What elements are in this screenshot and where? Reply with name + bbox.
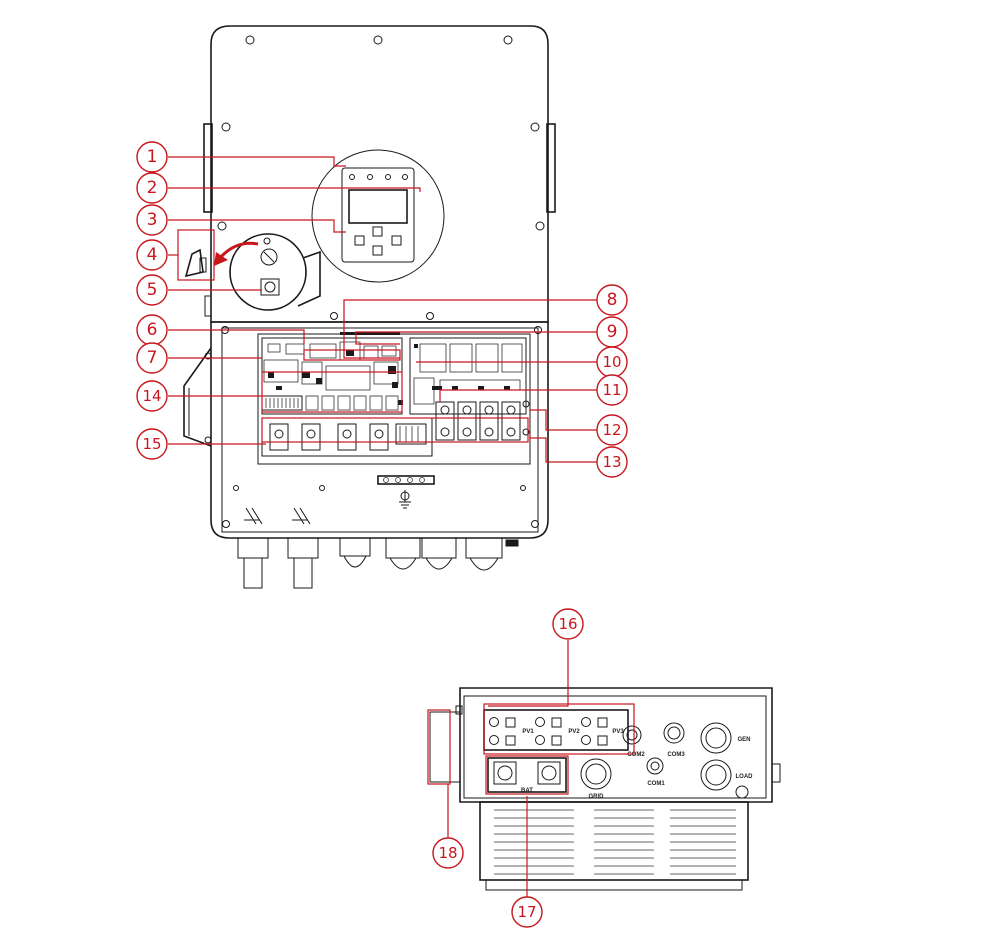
callout-4: 4 [136,239,168,271]
callout-2: 2 [136,172,168,204]
bat-label: BAT [521,788,533,794]
svg-text:16: 16 [558,615,577,633]
callout-18: 18 [432,837,464,869]
load-label: LOAD [736,774,754,780]
svg-text:14: 14 [142,387,161,405]
callout-7: 7 [136,342,168,374]
callout-1: 1 [136,141,168,173]
pv2-label: PV2 [568,729,580,735]
callout-6: 6 [136,314,168,346]
svg-text:6: 6 [147,320,158,340]
svg-text:18: 18 [438,844,457,862]
callout-12: 12 [596,414,628,446]
callout-14: 14 [136,380,168,412]
callout-8: 8 [596,284,628,316]
svg-text:2: 2 [147,178,158,198]
svg-text:10: 10 [602,353,621,371]
com-ports [622,722,685,775]
com2-label: COM2 [627,752,645,758]
svg-text:13: 13 [602,453,621,471]
callout-11: 11 [596,374,628,406]
svg-text:11: 11 [602,381,621,399]
battery-terminals [435,400,530,441]
pv-connectors: PV1 PV2 PV3 [483,709,629,751]
com1-label: COM1 [647,781,665,787]
dc-switch-detail [184,233,321,311]
pv1-label: PV1 [522,729,534,735]
com3-label: COM3 [667,752,685,758]
ground-bar [377,475,435,509]
callout-15: 15 [136,428,168,460]
callout-3: 3 [136,204,168,236]
grid-label: GRID [589,794,605,800]
callout-16: 16 [552,608,584,640]
ac-terminals [261,417,433,457]
battery-connectors: BAT [487,757,567,794]
inverter-front-view [183,25,556,589]
svg-text:9: 9 [607,322,618,342]
control-board [257,332,531,465]
callout-5: 5 [136,274,168,306]
callout-9: 9 [596,316,628,348]
svg-text:1: 1 [147,147,158,167]
heatsink-fins [494,809,736,875]
callout-leaders [168,156,635,897]
svg-text:3: 3 [147,210,158,230]
inverter-bottom-view: PV1 PV2 PV3 COM2 COM3 COM1 GEN LOAD GRID [429,687,781,891]
display-panel [311,149,445,283]
svg-text:15: 15 [142,435,161,453]
callout-13: 13 [596,446,628,478]
svg-text:5: 5 [147,280,158,300]
gen-label: GEN [737,737,750,743]
svg-text:17: 17 [517,903,536,921]
svg-text:7: 7 [147,348,158,368]
svg-text:4: 4 [147,245,158,265]
pv3-label: PV3 [612,729,624,735]
svg-text:8: 8 [607,290,618,310]
cable-glands [237,537,519,589]
callout-17: 17 [511,896,543,928]
svg-text:12: 12 [602,421,621,439]
callout-10: 10 [596,346,628,378]
